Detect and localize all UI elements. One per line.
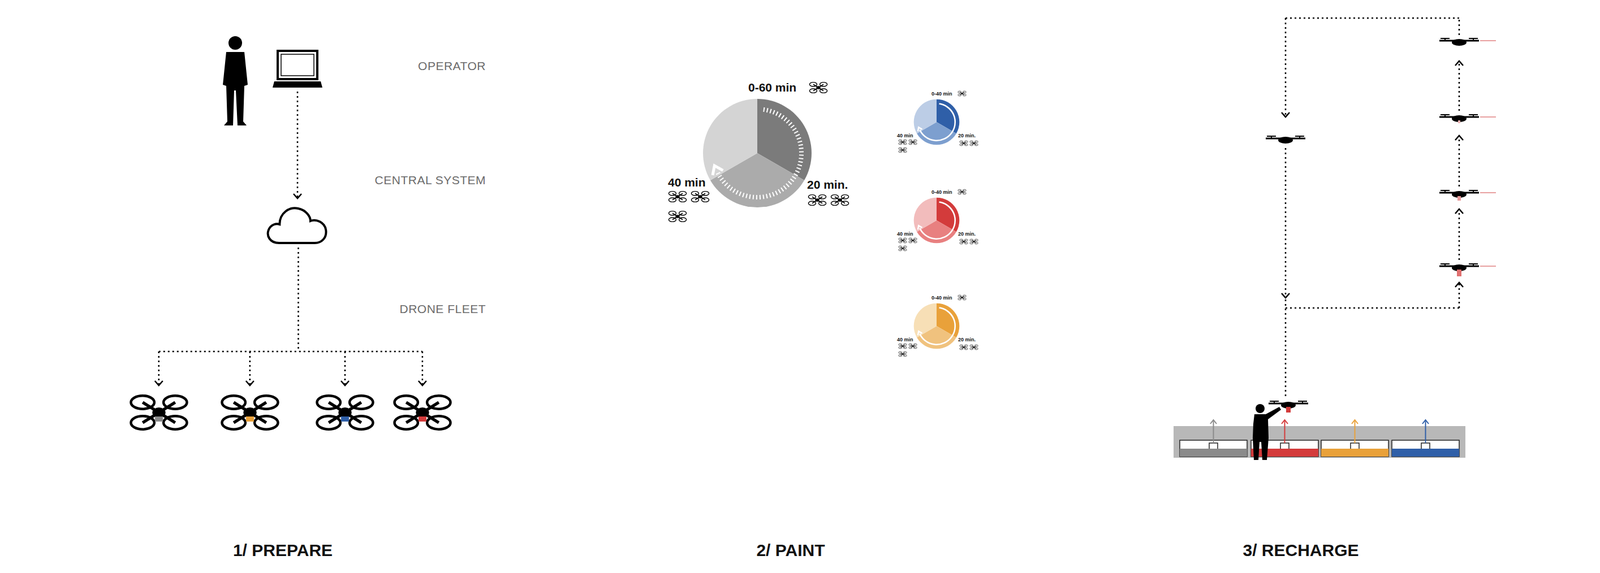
technician-silhouette [1252,404,1282,461]
operator-silhouette [222,36,248,126]
connector [293,91,302,199]
arrowhead [246,381,254,386]
drone-fleet-illustration [131,395,451,430]
node-label: CENTRAL SYSTEM [374,173,486,188]
dotted-connector [158,351,161,386]
node-label: OPERATOR [417,58,486,73]
drone-icons [668,82,978,357]
cloud-shape [265,200,332,247]
paint-station [1173,420,1466,459]
time-label: 20 min. [958,231,976,237]
drone-fleet-node: DRONE FLEET [124,387,459,442]
dotted-connector [158,351,423,353]
arrowhead [293,193,302,199]
time-label: 20 min. [958,337,976,343]
dotted-connector [421,351,424,386]
time-label: 0-40 min [931,91,953,97]
laptop-node: OPERATOR [272,49,323,90]
arrowhead [154,381,163,386]
time-label: 0-40 min [931,295,953,301]
connector [154,247,427,386]
time-pie-orange [913,303,960,350]
panel-heading: 2/ PAINT [756,541,825,562]
dotted-connector [249,351,252,386]
time-label: 40 min [896,337,914,343]
time-label: 0-40 min [931,189,953,196]
dotted-connector [297,247,300,352]
time-label: 20 min. [958,132,976,139]
panel-heading: 1/ PREPARE [233,541,333,562]
cloud-node: CENTRAL SYSTEM [265,200,332,247]
node-label: DRONE FLEET [399,302,486,317]
time-pie-red [913,197,960,244]
time-pie [703,98,812,208]
time-pie-blue [913,99,960,146]
time-label: 0-60 min [748,80,797,95]
time-label: 40 min [667,175,706,190]
recharge-drones [1265,38,1496,277]
laptop-shape [272,49,323,90]
arrowhead [418,381,427,386]
panel-heading: 3/ RECHARGE [1242,541,1359,562]
arrowhead [341,381,349,386]
dotted-connector [344,351,347,386]
time-label: 40 min [896,132,914,139]
recharge-loop [1281,18,1464,399]
time-label: 20 min. [807,178,848,192]
time-label: 40 min [896,231,914,237]
dotted-connector [296,91,299,199]
